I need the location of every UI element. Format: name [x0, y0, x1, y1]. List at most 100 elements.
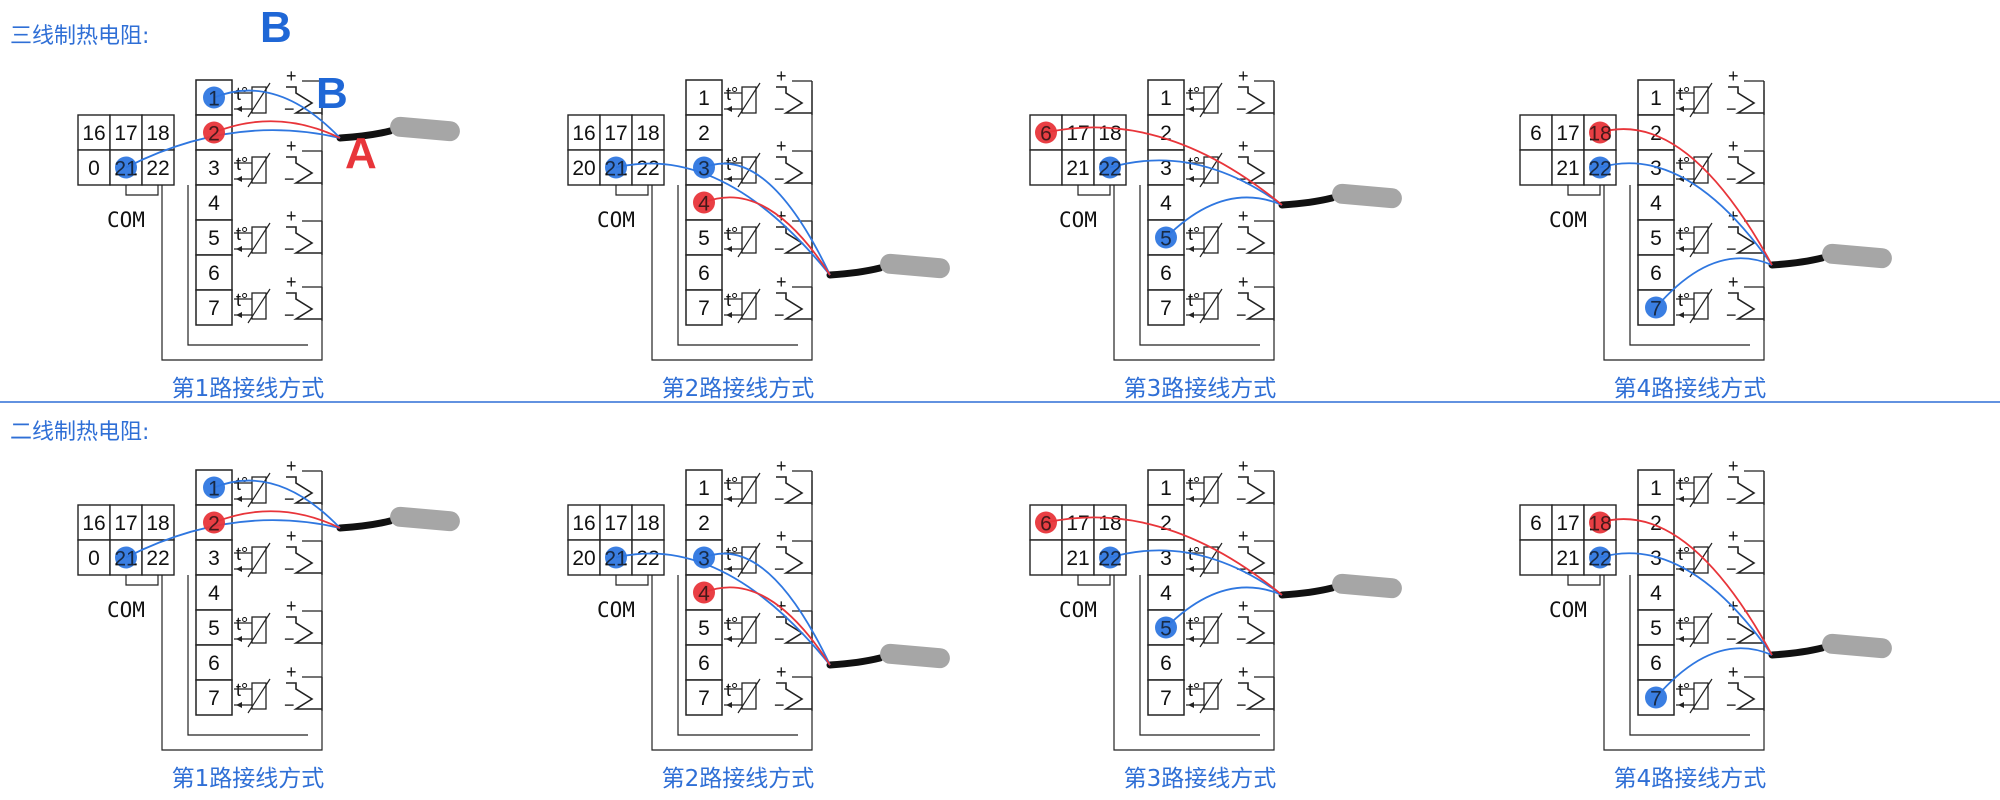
terminal-5: 5 — [698, 617, 710, 640]
terminal-3: 3 — [208, 157, 220, 180]
thermo-mark: t° — [726, 614, 738, 634]
blue-wire — [615, 162, 831, 276]
dot-number: 1 — [208, 88, 220, 111]
left-terminal-label: 22 — [146, 547, 169, 570]
relay-contact — [776, 226, 812, 254]
resistor-slash — [1689, 222, 1713, 258]
left-terminal-cell — [77, 149, 111, 186]
relay-contact — [286, 226, 322, 254]
terminal-1: 1 — [1650, 87, 1662, 110]
lead-arrow — [726, 312, 732, 318]
resistor-box — [1693, 476, 1709, 504]
common-return-line — [651, 90, 813, 361]
common-return-line — [161, 480, 323, 751]
thermo-mark: t° — [1188, 84, 1200, 104]
lead-arrow — [726, 702, 732, 708]
left-terminal-cell — [1061, 149, 1095, 186]
resistor-slash — [247, 82, 271, 118]
resistor-box — [1203, 682, 1219, 710]
terminal-cell — [685, 289, 723, 326]
panel-2-4: 1234567t°+−t°+−t°+−t°+−617182122COM72218… — [1519, 456, 1892, 792]
lead-arrow — [1188, 496, 1194, 502]
lead-arrow — [236, 246, 242, 252]
lead-arrow — [726, 106, 732, 112]
lead-arrow — [1188, 246, 1194, 252]
terminal-cell — [1637, 289, 1675, 326]
terminal-7: 7 — [698, 297, 710, 320]
dot-number: 3 — [698, 158, 710, 181]
blue-terminal-dot — [1099, 546, 1121, 569]
thermo-mark: t° — [726, 224, 738, 244]
lead-arrow — [726, 246, 732, 252]
lead-arrow — [1188, 312, 1194, 318]
plus-mark: + — [1728, 456, 1739, 476]
blue-wire — [1655, 257, 1773, 309]
sensor-probe — [390, 506, 460, 532]
sensor-probe — [1822, 633, 1892, 659]
terminal-cell — [1147, 254, 1185, 291]
lead-arrow — [1188, 176, 1194, 182]
bus-line-2 — [1629, 575, 1750, 736]
terminal-cell — [1147, 184, 1185, 221]
left-terminal-label: 17 — [1066, 512, 1089, 535]
terminal-2: 2 — [1160, 122, 1172, 145]
terminal-cell — [685, 114, 723, 151]
terminal-cell — [195, 149, 233, 186]
left-terminal-label: 0 — [88, 157, 100, 180]
relay-contact — [1728, 546, 1764, 574]
sensor-cable — [336, 517, 394, 532]
terminal-6: 6 — [698, 652, 710, 675]
resistor-box — [1693, 292, 1709, 320]
thermo-mark: t° — [1678, 290, 1690, 310]
left-terminal-label: 18 — [636, 512, 659, 535]
plus-mark: + — [1238, 662, 1249, 682]
terminal-cell — [1637, 609, 1675, 646]
left-terminal-cell — [1061, 504, 1095, 541]
plus-mark: + — [1238, 66, 1249, 86]
common-return-line — [1603, 90, 1765, 361]
resistor-slash — [247, 678, 271, 714]
relay-contact — [1728, 682, 1764, 710]
plus-mark: + — [286, 662, 297, 682]
thermo-mark: t° — [1678, 474, 1690, 494]
relay-contact — [286, 546, 322, 574]
left-terminal-cell — [141, 149, 175, 186]
left-terminal-label: 0 — [88, 547, 100, 570]
sensor-probe — [390, 116, 460, 142]
relay-contact — [1238, 226, 1274, 254]
plus-mark: + — [286, 272, 297, 292]
terminal-cell — [1147, 114, 1185, 151]
resistor-slash — [1689, 82, 1713, 118]
resistor-slash — [737, 678, 761, 714]
dot-number: 4 — [698, 193, 710, 216]
dot-number: 22 — [1588, 548, 1611, 571]
lead-arrow — [236, 496, 242, 502]
red-terminal-dot — [1589, 121, 1611, 144]
minus-mark: − — [1726, 305, 1737, 325]
relay-contact — [1238, 616, 1274, 644]
minus-mark: − — [1236, 489, 1247, 509]
plus-mark: + — [776, 526, 787, 546]
left-terminal-label: 17 — [604, 512, 627, 535]
lead-arrow — [1188, 702, 1194, 708]
thermo-mark: t° — [1678, 680, 1690, 700]
com-label: COM — [1059, 598, 1097, 622]
relay-contact — [1238, 476, 1274, 504]
minus-mark: − — [1236, 169, 1247, 189]
panel-caption: 第3路接线方式 — [1124, 766, 1277, 792]
terminal-cell — [195, 574, 233, 611]
panel-1-2: 1234567t°+−t°+−t°+−t°+−161718202122COM32… — [567, 66, 950, 402]
terminal-cell — [195, 679, 233, 716]
terminal-cell — [685, 184, 723, 221]
resistor-box — [1203, 476, 1219, 504]
thermo-mark: t° — [236, 544, 248, 564]
dot-number: 21 — [604, 548, 627, 571]
resistor-slash — [247, 612, 271, 648]
left-terminal-label: 21 — [1556, 157, 1579, 180]
lead-arrow — [1678, 636, 1684, 642]
section-title-two-wire: 二线制热电阻: — [10, 420, 149, 445]
resistor-slash — [247, 472, 271, 508]
minus-mark: − — [1726, 559, 1737, 579]
left-terminal-cell — [631, 114, 665, 151]
minus-mark: − — [774, 629, 785, 649]
